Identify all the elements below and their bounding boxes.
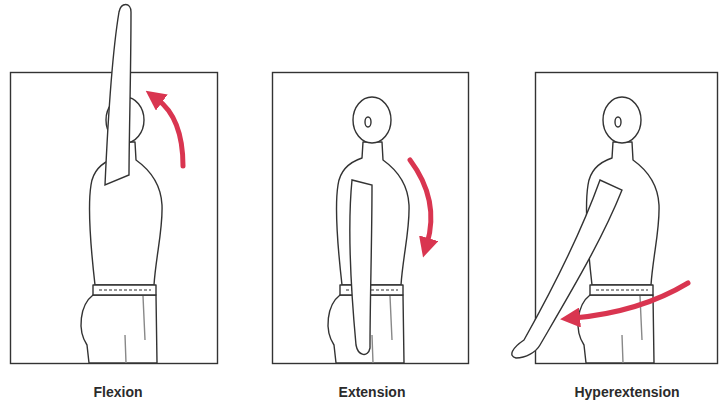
figure-hyperextension <box>512 97 659 363</box>
figure-extension <box>328 97 409 363</box>
motion-arrow <box>157 99 183 166</box>
motion-arrow <box>574 283 688 318</box>
motion-label: Extension <box>339 384 406 400</box>
hanging-arm <box>350 180 372 354</box>
motion-label: Flexion <box>93 384 142 400</box>
motion-label: Hyperextension <box>574 384 679 400</box>
backward-arm <box>512 180 622 358</box>
raised-arm <box>105 5 131 186</box>
panel-frame <box>536 73 718 364</box>
body-figure <box>328 97 409 363</box>
motion-arrow <box>410 160 431 244</box>
figure-flexion <box>81 5 162 364</box>
panel-frame <box>273 73 469 364</box>
